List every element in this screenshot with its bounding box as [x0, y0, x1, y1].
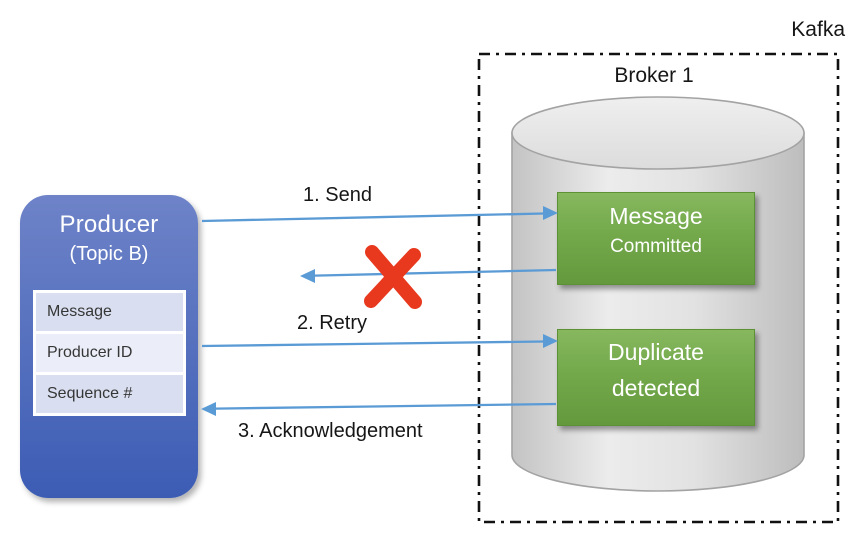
acknowledgement-arrow: [201, 402, 557, 416]
state-duplicate-line2: detected: [611, 375, 701, 401]
arrow-label-retry: 2. Retry: [297, 312, 368, 334]
arrow-label-send: 1. Send: [303, 184, 372, 206]
retry-arrow: [201, 334, 558, 348]
state-message-line1: Message: [609, 203, 703, 229]
producer-field-message: Message: [36, 293, 183, 331]
failed-cross-icon: [364, 245, 422, 309]
broker-cylinder-icon: [511, 96, 805, 492]
producer-fields-table: Message Producer ID Sequence #: [33, 290, 186, 416]
producer-title: Producer: [59, 211, 159, 238]
producer-box: Producer (Topic B) Message Producer ID S…: [20, 195, 198, 498]
kafka-cluster-boundary: [477, 52, 840, 524]
send-arrow: [201, 206, 558, 223]
state-duplicate-line1: Duplicate: [608, 339, 704, 365]
state-box-message-committed: Message Committed: [557, 192, 755, 285]
failed-ack-arrow: [300, 268, 557, 283]
kafka-cluster-label: Kafka: [791, 18, 845, 41]
producer-field-producer-id: Producer ID: [36, 334, 183, 372]
arrow-label-acknowledgement: 3. Acknowledgement: [238, 420, 423, 442]
producer-field-sequence-number: Sequence #: [36, 375, 183, 413]
state-box-duplicate-detected: Duplicate detected: [557, 329, 755, 426]
producer-subtitle: (Topic B): [69, 243, 149, 265]
state-message-line2: Committed: [610, 236, 702, 257]
broker-label: Broker 1: [614, 64, 694, 87]
